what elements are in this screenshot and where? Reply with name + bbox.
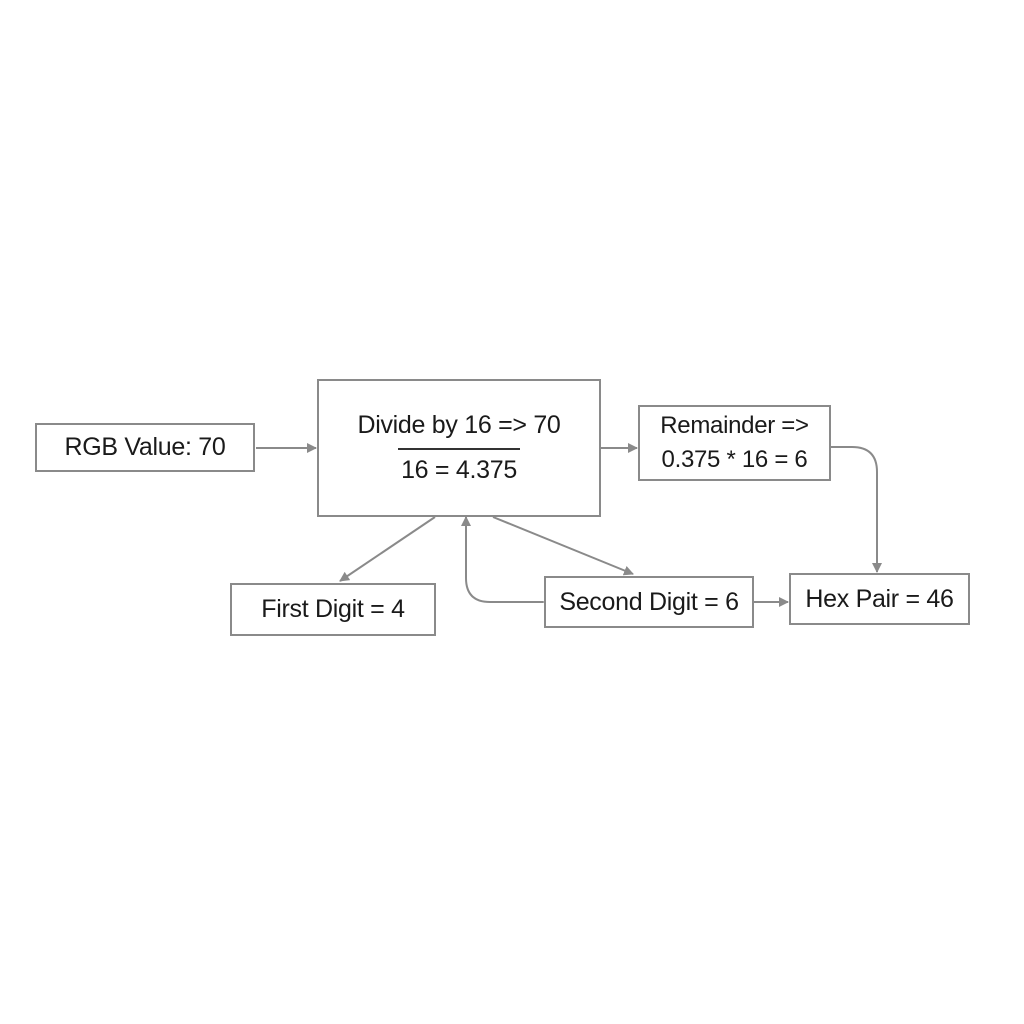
first-digit-label: First Digit = 4 — [261, 595, 405, 623]
remainder-label: Remainder => — [660, 412, 809, 439]
remainder-expression: 0.375 * 16 = 6 — [661, 446, 808, 473]
arrow-divide-to-first — [339, 516, 436, 582]
rgb-value-node: RGB Value: 70 — [35, 423, 255, 472]
arrow-remainder-to-hex — [831, 446, 882, 573]
divide-expression-top: Divide by 16 => 70 — [357, 411, 561, 439]
first-digit-node: First Digit = 4 — [230, 583, 436, 636]
arrow-divide-to-second — [492, 516, 634, 576]
remainder-node: Remainder => 0.375 * 16 = 6 — [638, 405, 831, 481]
arrow-second-to-divide — [461, 516, 552, 607]
divide-node: Divide by 16 => 70 16 = 4.375 — [317, 379, 601, 517]
rgb-value-label: RGB Value: 70 — [64, 433, 226, 461]
divide-expression-bottom: 16 = 4.375 — [398, 448, 520, 485]
hex-pair-node: Hex Pair = 46 — [789, 573, 970, 625]
hex-pair-label: Hex Pair = 46 — [805, 584, 954, 613]
second-digit-node: Second Digit = 6 — [544, 576, 754, 628]
second-digit-label: Second Digit = 6 — [559, 587, 739, 616]
